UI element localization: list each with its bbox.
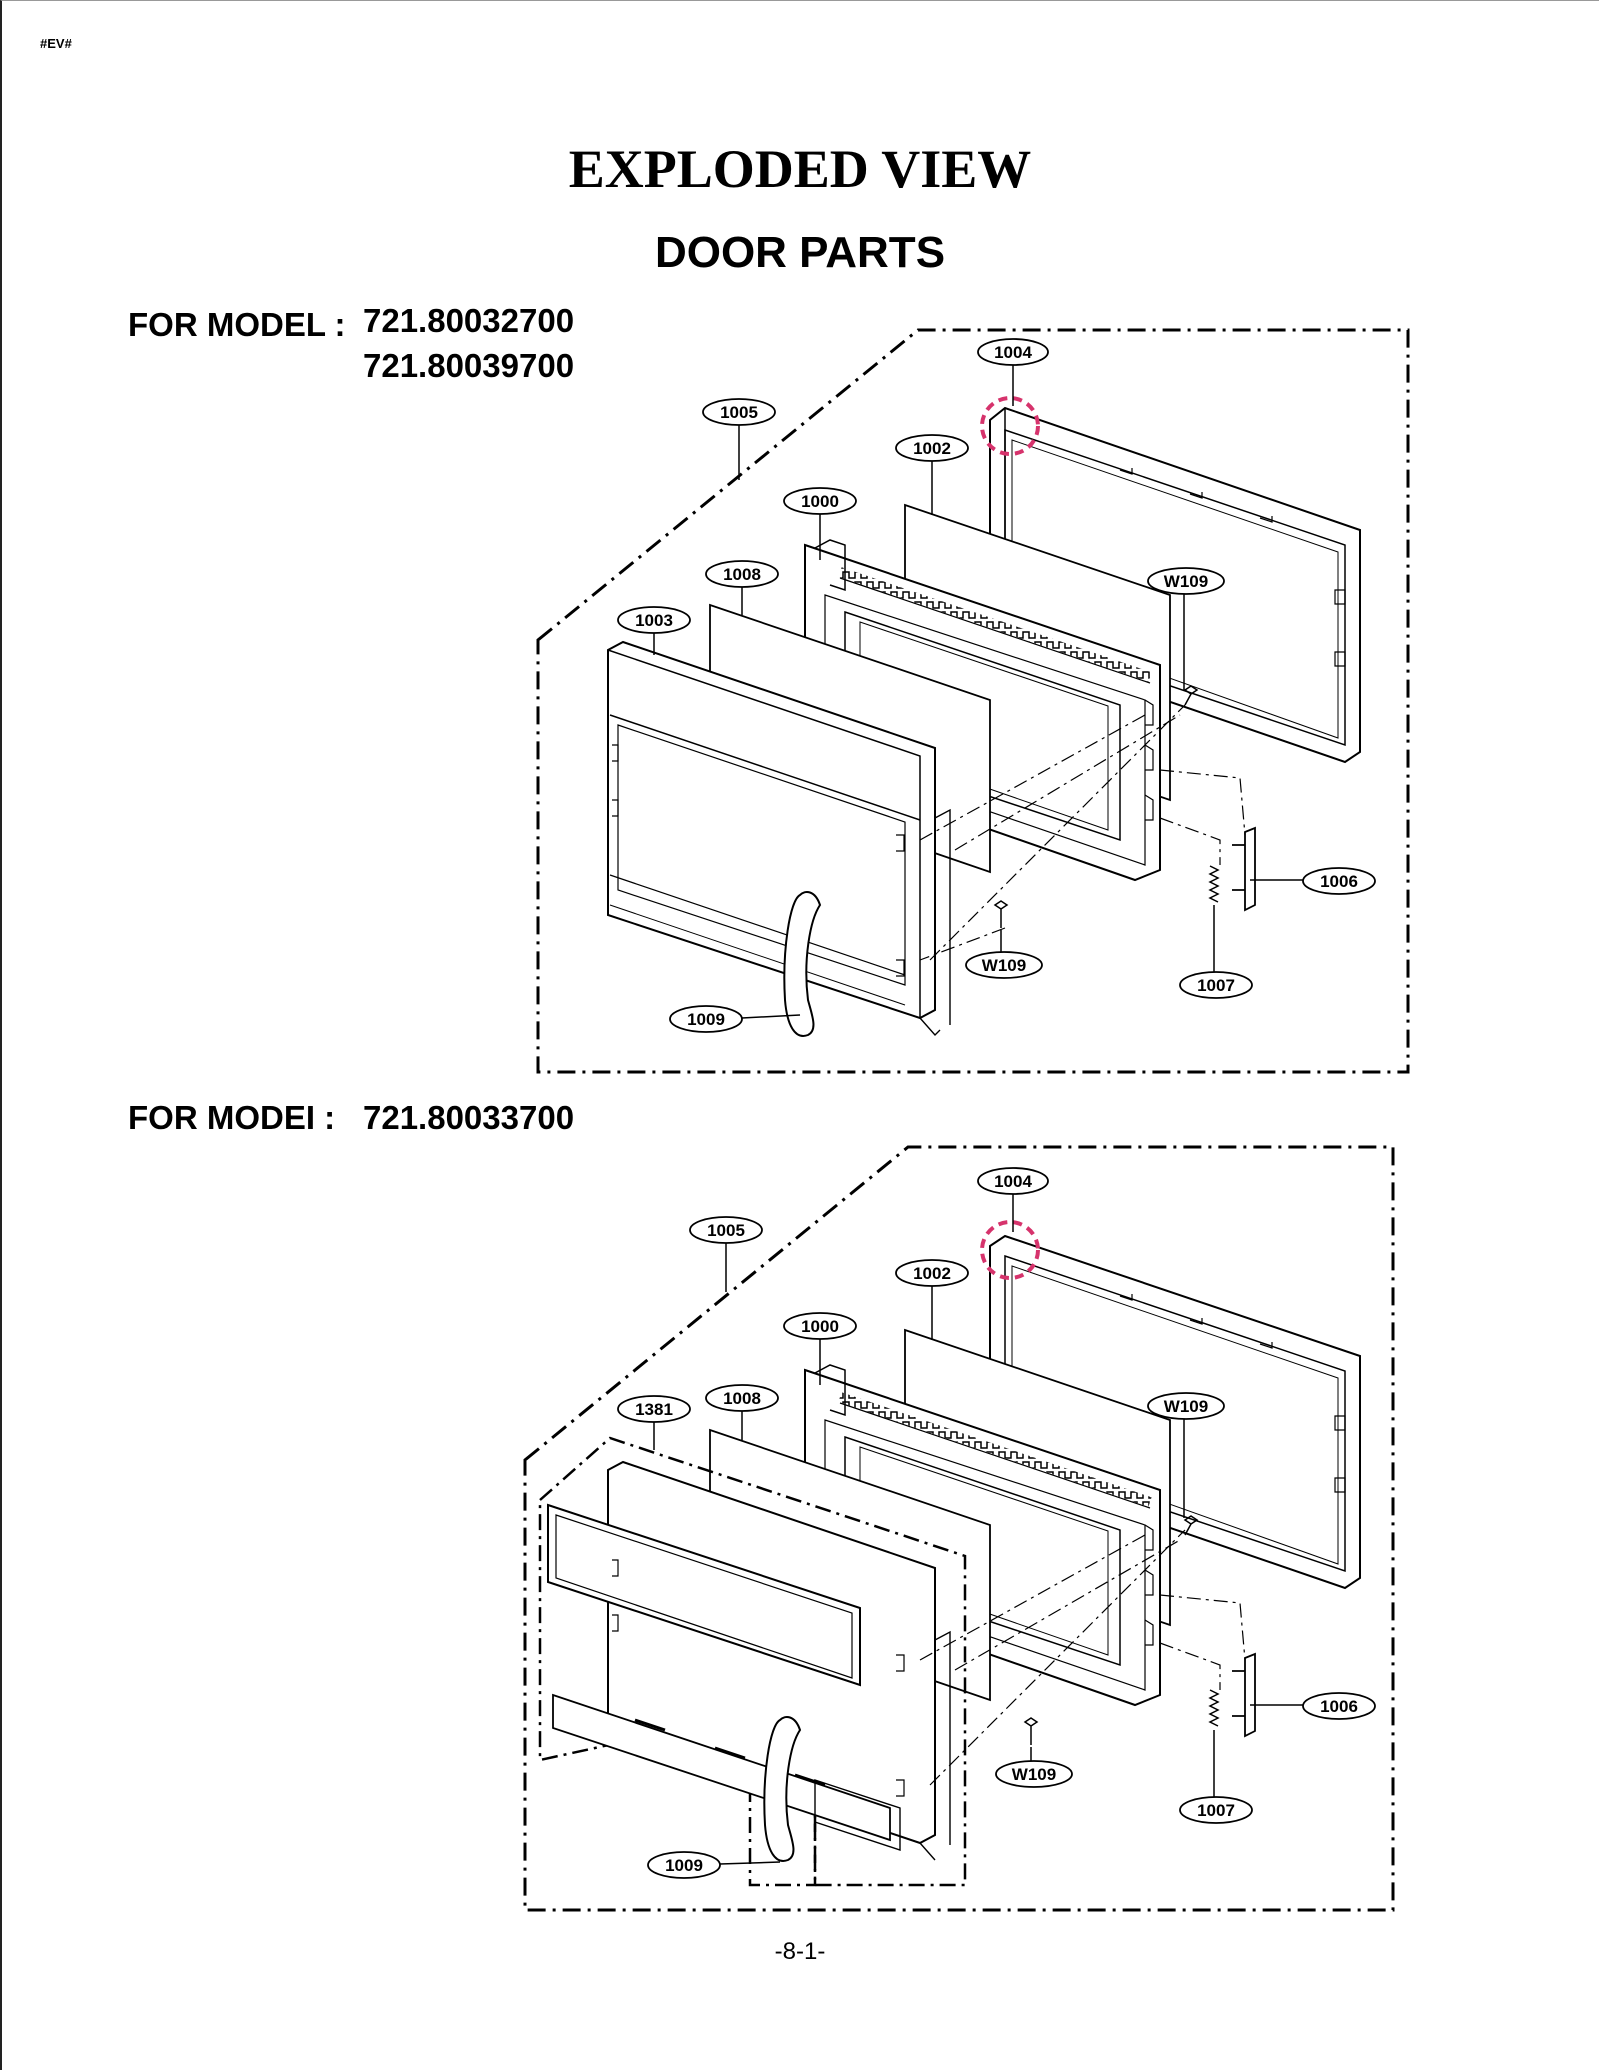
callout-1000-text: 1000 [801,492,839,511]
callout-w109-bottom-text: W109 [982,956,1026,975]
callout-w109-top-2-text: W109 [1164,1397,1208,1416]
callout-1005-2: 1005 [689,1216,763,1292]
callout-1000-2: 1000 [783,1312,857,1385]
callout-w109-top-2: W109 [1147,1392,1225,1518]
callout-1008-2: 1008 [705,1384,779,1440]
callout-1003-text: 1003 [635,611,673,630]
callout-1000-2-text: 1000 [801,1317,839,1336]
callout-1002-2-text: 1002 [913,1264,951,1283]
callout-1003: 1003 [617,606,691,655]
page-subtitle: DOOR PARTS [654,228,946,277]
callout-1007-2-text: 1007 [1197,1801,1235,1820]
diagram-section-1 [536,328,1410,1074]
highlight-circle-1 [980,396,1040,456]
callout-1009: 1009 [669,1005,801,1033]
diagram-section-2 [523,1145,1395,1912]
callout-1009-text: 1009 [687,1010,725,1029]
part-1006-latch-2 [1232,1652,1256,1738]
callout-1007-text: 1007 [1197,976,1235,995]
callout-1005: 1005 [702,398,776,480]
model-number-1b: 721.80039700 [363,347,575,384]
document-tag: #EV# [40,36,72,51]
part-1381-boundary [538,1436,967,1887]
part-1009-handle-2 [763,1716,802,1862]
callout-1006-2: 1006 [1250,1692,1376,1720]
callout-1004-text: 1004 [994,343,1032,362]
callout-w109-bottom-2-text: W109 [1012,1765,1056,1784]
callout-1007-2: 1007 [1179,1730,1253,1824]
callout-1381-text: 1381 [635,1400,673,1419]
callouts-section-2: 1004 1005 1002 1000 1381 1008 W109 1006 … [617,1167,1376,1879]
callout-1008-2-text: 1008 [723,1389,761,1408]
callout-1002-text: 1002 [913,439,951,458]
callout-1002-2: 1002 [895,1259,969,1340]
callout-w109-top: W109 [1147,567,1225,690]
part-1003-front-frame [607,640,951,1037]
section-2-boundary [523,1145,1395,1912]
callout-1008: 1008 [705,560,779,615]
callout-1381: 1381 [617,1395,691,1450]
part-1007-spring [1208,865,1220,903]
callout-1008-text: 1008 [723,565,761,584]
callout-1007: 1007 [1179,905,1253,999]
page-number: -8-1- [774,1938,826,1965]
model-number-2: 721.80033700 [363,1099,575,1136]
callout-1000: 1000 [783,487,857,560]
part-front-frame-2 [547,1460,951,1861]
callout-1002: 1002 [895,434,969,515]
part-1007-spring-2 [1208,1689,1220,1727]
callout-1005-text: 1005 [720,403,758,422]
callout-1004: 1004 [977,338,1049,406]
callout-1006: 1006 [1250,867,1376,895]
callout-1009-2: 1009 [647,1851,781,1879]
callout-1009-2-text: 1009 [665,1856,703,1875]
callout-1006-2-text: 1006 [1320,1697,1358,1716]
callout-1006-text: 1006 [1320,872,1358,891]
screw-w109-b [1183,685,1199,706]
callouts-section-1: 1004 1005 1002 1000 1008 1003 W109 1006 … [617,338,1376,1033]
highlight-circle-2 [980,1220,1040,1280]
part-1006-latch [1232,826,1256,912]
callout-w109-bottom: W109 [965,930,1043,979]
section-1-boundary [536,328,1410,1074]
callout-1004-2-text: 1004 [994,1172,1032,1191]
model-label-1-prefix: FOR MODEL : [128,306,346,343]
model-label-2-prefix: FOR MODEI : [128,1099,336,1136]
callout-w109-bottom-2: W109 [995,1747,1073,1788]
screw-w109-c [1023,1717,1039,1745]
part-1009-handle [783,891,822,1037]
model-number-1a: 721.80032700 [363,302,575,339]
callout-1004-2: 1004 [977,1167,1049,1232]
page-title: EXPLODED VIEW [568,139,1032,199]
callout-1005-2-text: 1005 [707,1221,745,1240]
callout-w109-top-text: W109 [1164,572,1208,591]
screw-w109-d [1183,1515,1199,1536]
screw-w109-a [993,900,1009,928]
